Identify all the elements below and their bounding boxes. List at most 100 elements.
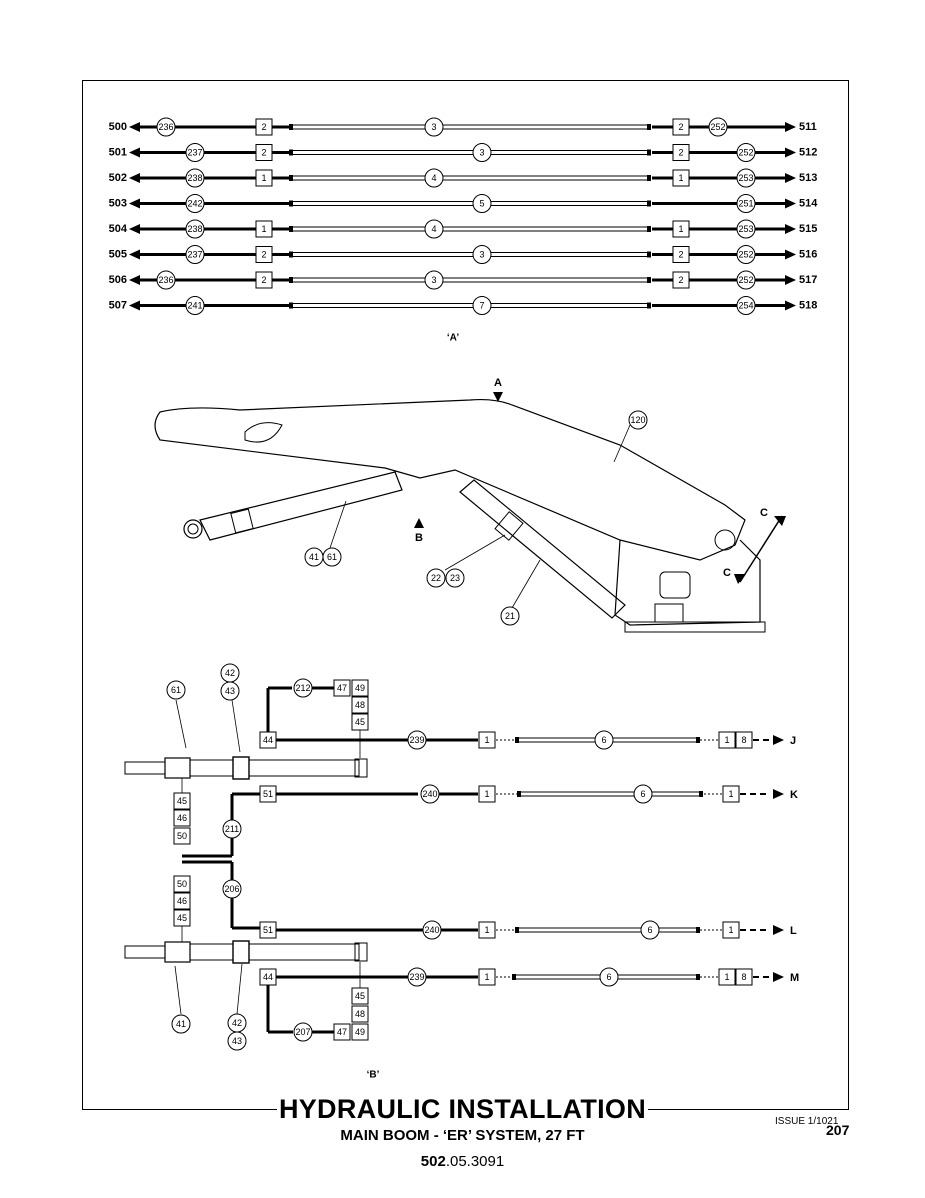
right-port-label: 517 xyxy=(799,274,817,286)
box-45-text: 45 xyxy=(177,796,187,806)
hose-callout-circle xyxy=(424,168,444,188)
left-arrow xyxy=(129,224,140,234)
right-fitting-callout-text: 251 xyxy=(738,199,753,209)
hose-callout-circle xyxy=(472,194,492,213)
j-arrow xyxy=(773,735,784,745)
left-fitting-callout-text: 241 xyxy=(187,301,202,311)
right-fitting-box-rect xyxy=(672,169,690,187)
box-46-rect xyxy=(173,809,191,827)
leader-41-61 xyxy=(329,500,347,549)
hose-end-fitting xyxy=(289,175,293,181)
right-port-label: 512 xyxy=(799,147,817,159)
k-arrow xyxy=(773,789,784,799)
box-49-rect xyxy=(351,1023,369,1041)
hose-end-fitting xyxy=(647,175,651,181)
leader-61 xyxy=(175,699,187,749)
right-fitting-box-rect xyxy=(672,246,690,263)
box-8-text: 8 xyxy=(741,735,746,745)
hose-callout-circle xyxy=(472,143,492,162)
left-port-label: 502 xyxy=(109,172,127,184)
lower-cylinder-barrel xyxy=(189,943,234,961)
port-51-text: 51 xyxy=(263,789,273,799)
left-fitting-callout-text: 236 xyxy=(158,122,173,132)
callout-6-text: 6 xyxy=(640,789,645,799)
left-fitting-callout-text: 236 xyxy=(158,275,173,285)
callout-41-text: 41 xyxy=(309,552,319,562)
section-a-arrow xyxy=(493,392,503,402)
right-fitting-callout-circle xyxy=(736,219,756,239)
section-c-bottom-label: C xyxy=(723,567,731,579)
hose-callout-text: 3 xyxy=(431,275,436,285)
box-1-rect xyxy=(718,968,736,986)
box-45-text: 45 xyxy=(177,913,187,923)
left-fitting-callout-circle xyxy=(185,296,205,315)
right-fitting-callout-text: 252 xyxy=(710,122,725,132)
lower-cylinder-block xyxy=(232,940,250,964)
callout-120-circle xyxy=(628,410,648,430)
hose-end-fitting xyxy=(647,149,651,156)
box-8-rect xyxy=(735,968,753,986)
hose-assembly xyxy=(291,277,649,283)
right-port-label: 516 xyxy=(799,249,817,261)
section-b-arrow xyxy=(414,518,424,528)
box-48-text: 48 xyxy=(355,700,365,710)
callout-61-text: 61 xyxy=(327,552,337,562)
upper-cylinder-endcap xyxy=(354,758,368,778)
section-c-arrow-bottom xyxy=(734,574,746,584)
callout-41-circle xyxy=(171,1014,191,1034)
callout-206-text: 206 xyxy=(224,884,239,894)
left-fitting-callout-circle xyxy=(185,219,205,239)
callout-206-circle xyxy=(222,879,242,899)
upper-cylinder-rod xyxy=(124,761,166,775)
hose-callout-text: 3 xyxy=(479,250,484,260)
callout-61-circle xyxy=(322,547,342,567)
right-arrow xyxy=(785,249,796,260)
right-fitting-box-rect xyxy=(672,271,690,289)
hose-end-fitting xyxy=(512,974,516,980)
right-fitting-box-rect xyxy=(672,220,690,238)
hose-callout-text: 4 xyxy=(431,173,436,183)
left-port-label: 504 xyxy=(109,223,128,235)
hose-end-fitting xyxy=(647,277,651,283)
section-b-label: B xyxy=(415,532,423,544)
left-port-label: 501 xyxy=(109,147,127,159)
right-fitting-callout-circle xyxy=(736,296,756,315)
hose-end-fitting xyxy=(289,226,293,232)
hose-assembly xyxy=(291,303,649,308)
right-fitting-callout-circle xyxy=(736,194,756,213)
left-fitting-box-text: 2 xyxy=(261,148,266,158)
box-47-text: 47 xyxy=(337,683,347,693)
left-port-label: 500 xyxy=(109,121,127,133)
left-fitting-box-text: 2 xyxy=(261,275,266,285)
l-arrow xyxy=(773,925,784,935)
callout-21-text: 21 xyxy=(505,611,515,621)
callout-23-circle xyxy=(445,568,465,588)
lower-cylinder-gland xyxy=(164,941,191,963)
right-fitting-callout-circle xyxy=(736,270,756,290)
drawing-subtitle: MAIN BOOM - ‘ER’ SYSTEM, 27 FT xyxy=(340,1127,585,1144)
box-1-text: 1 xyxy=(484,972,489,982)
box-46-rect xyxy=(173,892,191,910)
callout-41-text: 41 xyxy=(176,1019,186,1029)
left-arrow xyxy=(129,198,140,209)
hose-end-fitting xyxy=(696,737,700,743)
box-45-text: 45 xyxy=(355,991,365,1001)
hose-k xyxy=(519,791,701,797)
callout-6-circle xyxy=(633,784,653,804)
hose-end-fitting xyxy=(699,791,703,797)
hose-callout-text: 4 xyxy=(431,224,436,234)
box-1-text: 1 xyxy=(728,925,733,935)
callout-43-text: 43 xyxy=(232,1036,242,1046)
right-fitting-box-text: 2 xyxy=(678,148,683,158)
box-48-rect xyxy=(351,696,369,714)
right-fitting-callout-text: 252 xyxy=(738,148,753,158)
section-c-arrow-top xyxy=(774,516,786,526)
box-49-text: 49 xyxy=(355,1027,365,1037)
leader-21 xyxy=(511,559,541,609)
callout-43-circle xyxy=(220,681,240,701)
left-fitting-box-text: 2 xyxy=(261,250,266,260)
callout-22-text: 22 xyxy=(431,573,441,583)
port-l-label: L xyxy=(790,925,797,937)
callout-43-text: 43 xyxy=(225,686,235,696)
